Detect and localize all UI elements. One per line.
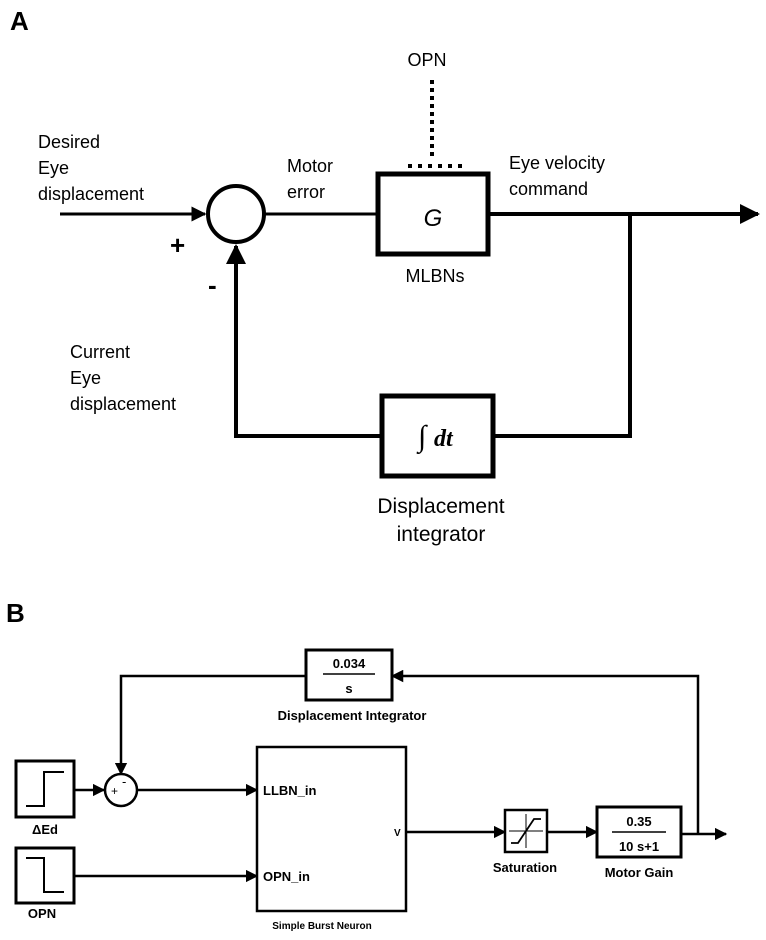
b-step-up-icon [26, 771, 64, 807]
b-sum-plus: + [111, 784, 118, 798]
gain-symbol: G [424, 205, 443, 232]
integral-dt: dt [434, 426, 454, 452]
current-label-2: Eye [70, 368, 101, 388]
b-saturation-curve-icon [511, 818, 541, 844]
b-burst-in1: LLBN_in [263, 783, 317, 798]
b-burst-out: V [394, 828, 401, 839]
panel-a-letter: A [10, 6, 29, 36]
b-integrator-num: 0.034 [333, 656, 366, 671]
b-step-opn-label: OPN [28, 906, 56, 921]
motor-label-1: Motor [287, 156, 333, 176]
desired-label-2: Eye [38, 158, 69, 178]
b-integrator-to-sum-arrow [114, 674, 306, 776]
b-sum-minus: - [122, 774, 126, 789]
b-integrator-block [304, 648, 394, 702]
b-burst-label: Simple Burst Neuron [272, 921, 371, 932]
mlbns-label: MLBNs [405, 266, 464, 286]
b-gain-num: 0.35 [626, 814, 651, 829]
b-step-ed-label: ΔEd [32, 822, 58, 837]
integrator-label-1: Displacement [377, 495, 504, 518]
integrator-label-2: integrator [397, 523, 486, 546]
feedback-return-arrow [226, 244, 382, 438]
b-burst-in2: OPN_in [263, 869, 310, 884]
b-gain-den: 10 s+1 [619, 839, 659, 854]
eye-velocity-label-1: Eye velocity [509, 153, 605, 173]
b-gain-label: Motor Gain [605, 865, 674, 880]
panel-a-opn-label: OPN [407, 50, 446, 70]
b-feedback-arrow [390, 669, 700, 834]
b-integrator-label: Displacement Integrator [278, 708, 427, 723]
b-motor-gain-block [595, 805, 683, 859]
current-label-3: displacement [70, 394, 176, 414]
panel-b-letter: B [6, 598, 25, 628]
motor-label-2: error [287, 182, 325, 202]
b-step-down-icon [26, 857, 64, 893]
b-integrator-den: s [345, 681, 352, 696]
current-label-1: Current [70, 342, 130, 362]
desired-label-1: Desired [38, 132, 100, 152]
desired-label-3: displacement [38, 184, 144, 204]
feedback-down-line [493, 214, 632, 438]
plus-sign: + [170, 230, 185, 260]
b-burst-neuron-block [255, 745, 408, 913]
minus-sign: - [208, 270, 217, 300]
summing-junction [206, 184, 266, 244]
integral-symbol: ∫ [416, 420, 428, 455]
b-saturation-label: Saturation [493, 860, 557, 875]
b-sum-block [103, 772, 139, 808]
eye-velocity-label-2: command [509, 179, 588, 199]
